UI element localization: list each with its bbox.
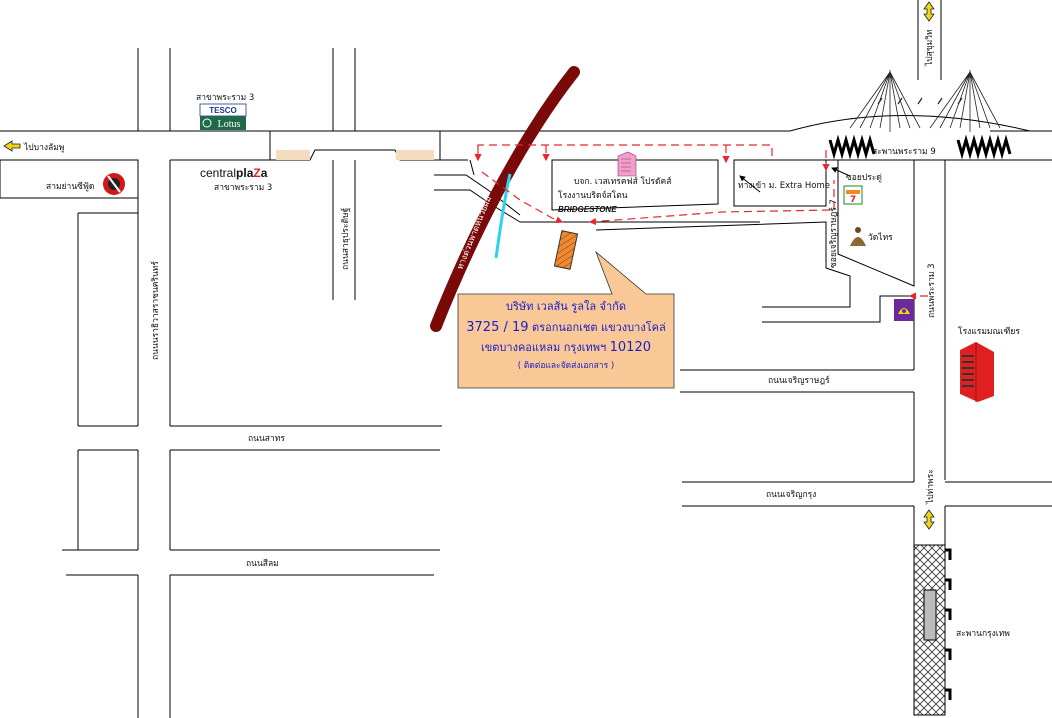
company-western-label: บจก. เวสเทรคฟส์ โปรดัคส์ (574, 176, 672, 187)
svg-text:TESCO: TESCO (209, 106, 237, 115)
expressway-line (430, 66, 580, 332)
rama9-bridge-icon (849, 70, 1001, 132)
rd-narathiwat-label: ถนนนราธิวาสราชนครินทร์ (150, 261, 161, 360)
rama9-bridge-label: สะพานพระราม 9 (872, 147, 936, 157)
hotel-label: โรงแรมมณเฑียร (958, 326, 1020, 337)
tesco-branch-label: สาขาพระราม 3 (196, 93, 254, 103)
rd-charoenkrung-label: ถนนเจริญกรุง (766, 490, 816, 500)
rd-silom-label: ถนนสีลม (246, 558, 279, 569)
bridgestone-logo: BRIDGESTONE (558, 205, 617, 214)
callout-line4: ( ติดต่อและจัดส่งเอกสาร ) (518, 361, 614, 371)
buddha-icon (850, 227, 866, 246)
callout-box (457, 250, 675, 389)
bridge-piers (828, 134, 1012, 160)
arrow-icon (923, 509, 935, 530)
rd-charoenrat-label: ถนนเจริญราษฎร์ (768, 375, 830, 386)
krungthep-bridge-icon (913, 544, 952, 716)
soi-charoen7-label: ซอยเจริญราษฎร์ 7 (828, 199, 839, 268)
seafood-logo-icon (103, 173, 125, 195)
krungthep-bridge-label: สะพานกรุงเทพ (956, 629, 1010, 639)
to-bangna-label: ไปบางลัมพู (23, 142, 64, 153)
bank-icon (894, 299, 914, 321)
callout-line3: เขตบางคอแหลม กรุงเทพฯ 10120 (481, 340, 651, 355)
arrow-icon (923, 1, 935, 22)
canal-line (494, 173, 512, 259)
callout-line1: บริษัท เวลส้น รูลใล จำกัด (506, 300, 626, 313)
central-plaza-logo: centralplaZa (200, 166, 268, 180)
office-building-icon (617, 151, 637, 177)
arrow-icon (3, 140, 21, 152)
seven-eleven-icon: 7 (843, 185, 863, 205)
tesco-lotus-logo-icon: TESCO Lotus (199, 103, 247, 130)
soi-pradu-label: ซอยประดู่ (846, 173, 882, 183)
rd-sathorn-label: ถนนสาทร (248, 434, 285, 444)
svg-text:7: 7 (850, 195, 856, 205)
expressway-label: ทางด่วนพาดหน่วยผม (456, 195, 495, 271)
bridgestone-plant-label: โรงงานบริดจ์สโตน (558, 190, 628, 201)
callout-line2: 3725 / 19 ตรอกนอกเชต แขวงบางโคล่ (466, 320, 665, 335)
to-phra-label: ไปท่าพระ (925, 469, 936, 505)
extra-home-label: ทางเข้า ม. Extra Home (738, 180, 830, 191)
hotel-icon (960, 342, 994, 402)
route-path (474, 144, 928, 300)
svg-text:BRIDGESTONE: BRIDGESTONE (558, 205, 617, 214)
rama3-label: ถนนพระราม 3 (927, 263, 937, 318)
rd-pradu-label: ถนนสาธุประดิษฐ์ (340, 207, 351, 270)
svg-text:Lotus: Lotus (218, 119, 241, 130)
to-sukhumvit-label: ไปสุขุมวิท (924, 29, 935, 67)
wat-thai-label: วัดไทร (868, 232, 893, 243)
site-marker (553, 230, 579, 270)
sam-yan-label: สามย่านซีฟู้ด (46, 181, 94, 192)
central-branch-label: สาขาพระราม 3 (214, 183, 272, 193)
